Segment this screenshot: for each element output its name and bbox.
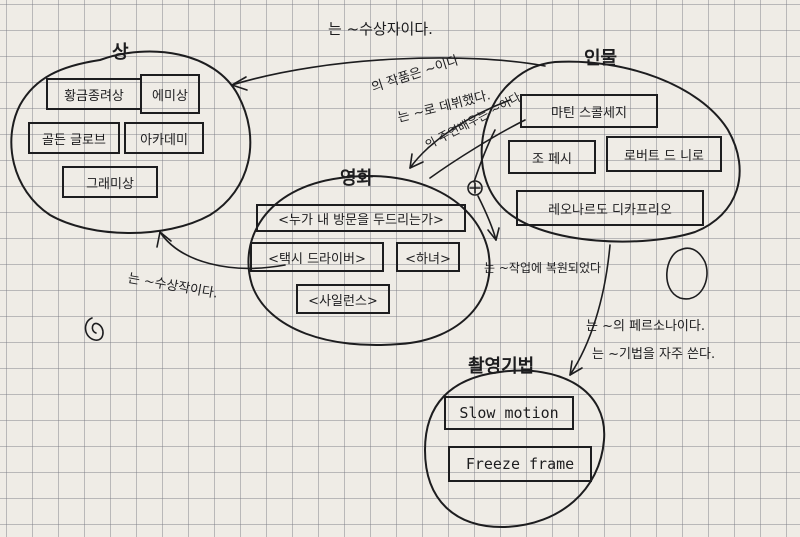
arrow-people-to-awards <box>231 57 546 86</box>
awards-circle <box>10 50 252 234</box>
film-box-silence: <사일런스> <box>296 284 390 314</box>
arrow-film-to-people <box>477 195 497 241</box>
award-box-emmy: 에미상 <box>140 74 200 114</box>
award-box-palme: 황금종려상 <box>46 78 142 110</box>
annotation-people-to-technique-2: 는 ~기법을 자주 쓴다. <box>592 347 716 362</box>
technique-circle <box>424 369 606 529</box>
people-circle <box>480 60 741 243</box>
film-box-knocking: <누가 내 방문을 두드리는가> <box>256 204 466 232</box>
technique-title: 촬영기법 <box>468 356 535 377</box>
person-box-pesci: 조 페시 <box>508 140 596 174</box>
award-box-golden-globe: 골든 글로브 <box>28 122 120 154</box>
person-box-dicaprio: 레오나르도 디카프리오 <box>516 190 704 226</box>
small-loop <box>666 247 708 300</box>
person-box-scorsese: 마틴 스콜세지 <box>520 94 658 128</box>
film-title: 영화 <box>340 168 374 189</box>
plus-marker <box>467 180 483 196</box>
arrow-people-to-film-1 <box>409 99 511 169</box>
awards-title: 상 <box>112 42 129 63</box>
film-box-housemaid: <하녀> <box>396 242 460 272</box>
technique-box-freeze-frame: Freeze frame <box>448 446 592 482</box>
person-box-de-niro: 로버트 드 니로 <box>606 136 722 172</box>
technique-box-slow-motion: Slow motion <box>444 396 574 430</box>
arrow-film-to-awards <box>159 231 286 270</box>
film-box-taxi-driver: <택시 드라이버> <box>250 242 384 272</box>
award-box-grammy: 그래미상 <box>62 166 158 198</box>
annotation-people-to-technique-1: 는 ~의 페르소나이다. <box>586 319 705 334</box>
annotation-film-to-people: 는 ~작업에 복원되었다 <box>484 261 602 275</box>
people-title: 인물 <box>584 48 618 69</box>
award-box-academy: 아카데미 <box>124 122 204 154</box>
doodle-mark <box>84 317 104 341</box>
annotation-people-to-awards: 는 ~수상자이다. <box>328 20 433 38</box>
arrow-people-to-film-3 <box>473 129 496 183</box>
arrow-people-to-film-2 <box>429 119 526 179</box>
arrow-people-to-technique <box>569 244 611 376</box>
